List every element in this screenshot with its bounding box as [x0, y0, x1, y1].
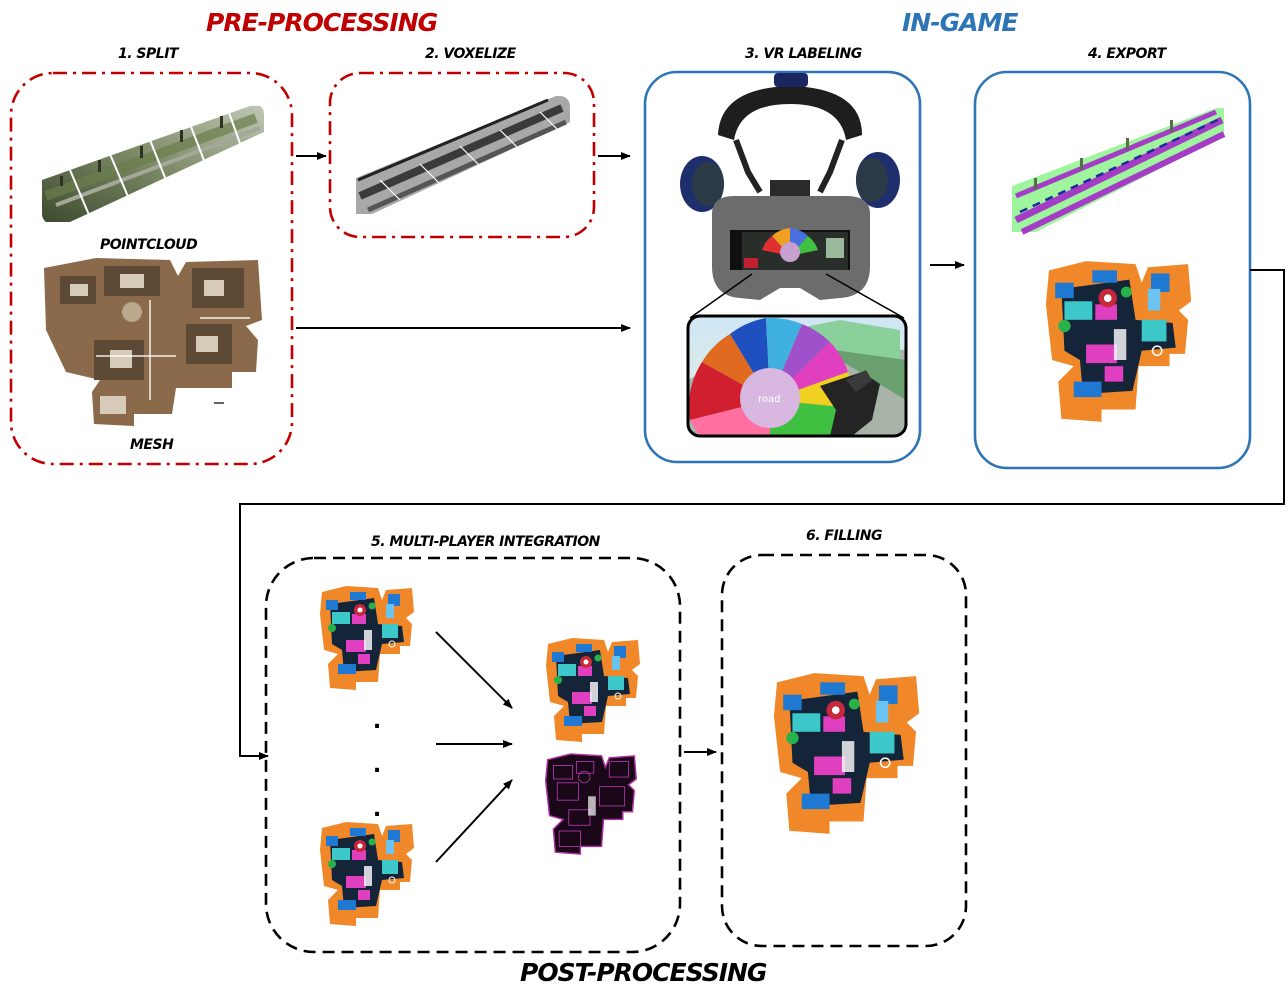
step-integration-title: 5. MULTI-PLAYER INTEGRATION	[371, 534, 600, 550]
road-label: road	[758, 394, 781, 405]
export-floorplan	[1044, 260, 1193, 423]
vr-lens-view: road	[688, 316, 906, 436]
integrated-floorplan	[545, 637, 641, 743]
voxelized-image	[352, 96, 570, 222]
split-box	[9, 71, 294, 466]
step-split-title: 1. SPLIT	[118, 46, 178, 62]
vr-headset-image	[680, 73, 900, 300]
integrated-wireframe-floorplan	[544, 752, 638, 856]
voxelize-box	[328, 71, 596, 239]
step-filling-title: 6. FILLING	[806, 528, 882, 544]
pointcloud-image	[42, 104, 264, 224]
step-vr-labeling-title: 3. VR LABELING	[745, 46, 862, 62]
player-floorplan-bottom	[319, 821, 415, 927]
mesh-image	[44, 258, 262, 426]
player-floorplan-top	[319, 585, 415, 691]
ellipsis-dots: ...	[372, 709, 382, 822]
in-game-title: IN-GAME	[902, 8, 1018, 37]
post-processing-title: POST-PROCESSING	[520, 958, 767, 987]
flow-arrows	[239, 152, 1285, 863]
mesh-label: MESH	[130, 437, 174, 453]
pre-processing-title: PRE-PROCESSING	[206, 8, 438, 37]
vr-labeling-box	[643, 70, 922, 464]
integration-box	[264, 556, 682, 954]
export-segmented-street	[1010, 106, 1226, 236]
pointcloud-label: POINTCLOUD	[100, 237, 198, 253]
filling-box	[720, 553, 968, 948]
step-export-title: 4. EXPORT	[1088, 46, 1166, 62]
radial-menu-mini	[762, 228, 818, 262]
filled-floorplan	[772, 672, 921, 835]
step-voxelize-title: 2. VOXELIZE	[425, 46, 516, 62]
radial-menu: road	[688, 317, 853, 436]
